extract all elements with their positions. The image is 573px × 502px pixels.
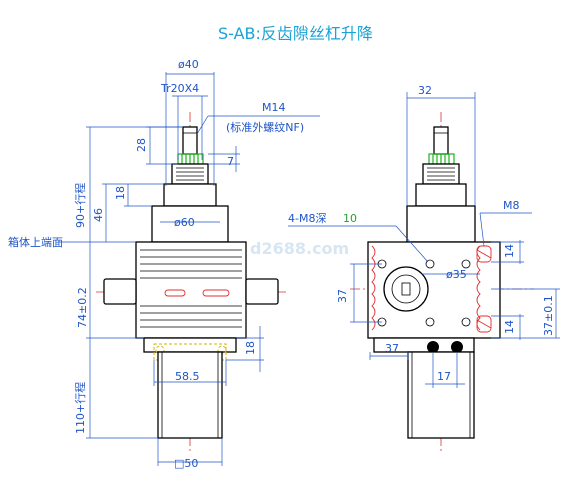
- dim-37-left: 37: [336, 289, 349, 303]
- side-dimensions: 32 M8 4-M8深 10 14 ø35 37 37±0.1 14: [288, 84, 560, 388]
- dim-d40: ø40: [178, 58, 199, 71]
- drawing-title: S-AB:反齿隙丝杠升降: [218, 24, 373, 43]
- dim-14-top: 14: [503, 244, 516, 258]
- bolt-hole-5: [461, 259, 471, 269]
- dim-18-top: 18: [114, 186, 127, 200]
- watermark: d2688.com: [250, 239, 349, 258]
- dim-14-bottom: 14: [503, 320, 516, 334]
- front-view: [96, 112, 286, 452]
- input-bore-inner: [391, 274, 421, 304]
- dim-50-square: □50: [174, 457, 198, 470]
- dim-110-stroke: 110+行程: [74, 382, 87, 434]
- input-shaft-left: [103, 278, 137, 305]
- screw-top-shaft: [182, 126, 198, 155]
- bolt-hole-2: [425, 259, 435, 269]
- gearbox-housing: [135, 241, 247, 339]
- screw-collar: [163, 183, 217, 207]
- dim-18-bottom: 18: [244, 341, 257, 355]
- dim-46: 46: [92, 208, 105, 222]
- dim-74: 74±0.2: [76, 287, 89, 328]
- key-slot-right: [202, 289, 230, 297]
- dim-7: 7: [227, 155, 234, 168]
- dim-m14-note: (标准外螺纹NF): [226, 120, 304, 134]
- threaded-hole-bottom: [476, 315, 492, 333]
- label-bolt-depth: 10: [343, 212, 357, 225]
- label-bolt-spec: 4-M8深: [288, 212, 326, 225]
- lower-flange: [143, 337, 237, 353]
- dim-m8: M8: [503, 199, 520, 212]
- label-housing-top: 箱体上端面: [8, 235, 63, 249]
- dim-90-stroke: 90+行程: [74, 183, 87, 228]
- input-keyway: [401, 282, 411, 296]
- bolt-hole-4: [425, 317, 435, 327]
- input-bore-outer: [383, 266, 429, 312]
- dim-thread: Tr20X4: [160, 82, 199, 95]
- side-screw-nut: [422, 163, 460, 185]
- dim-d60: ø60: [174, 216, 195, 229]
- dim-37-bottom: 37: [385, 342, 399, 355]
- dim-17: 17: [437, 370, 451, 383]
- housing-right-edge: [476, 245, 481, 331]
- input-shaft-right: [245, 278, 279, 305]
- side-screw-collar: [415, 183, 467, 207]
- side-top-cover: [406, 205, 476, 243]
- front-dimensions: ø40 Tr20X4 M14 (标准外螺纹NF) 28 7 18 46 90+行…: [8, 58, 320, 470]
- dim-37-tol: 37±0.1: [542, 295, 555, 336]
- screw-nut: [171, 163, 209, 185]
- bolt-hole-6: [461, 317, 471, 327]
- dim-d35: ø35: [446, 268, 467, 281]
- protective-tube: [157, 351, 223, 439]
- side-screw-shaft: [433, 126, 449, 155]
- side-view: [350, 112, 534, 452]
- housing-left-edge: [371, 245, 376, 331]
- mount-hole-right: [451, 341, 463, 353]
- side-protective-tube: [407, 351, 475, 439]
- dim-28: 28: [135, 138, 148, 152]
- mount-hole-left: [427, 341, 439, 353]
- dim-32: 32: [418, 84, 432, 97]
- dim-m14: M14: [262, 101, 286, 114]
- key-slot-left: [164, 289, 186, 297]
- dim-58-5: 58.5: [175, 370, 200, 383]
